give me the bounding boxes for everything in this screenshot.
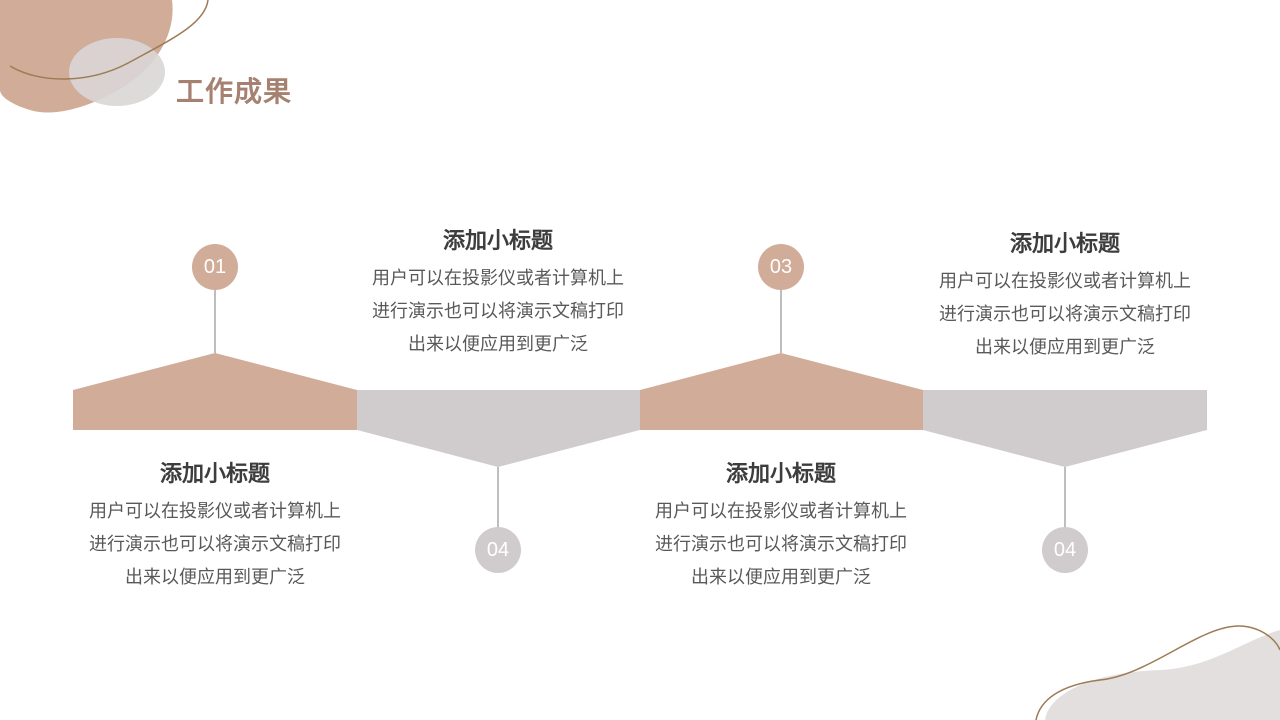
segment-3 — [640, 353, 923, 430]
item-text-line: 出来以便应用到更广泛 — [691, 567, 871, 588]
timeline-item-4: 添加小标题 用户可以在投影仪或者计算机上 进行演示也可以将演示文稿打印 出来以便… — [915, 229, 1215, 364]
item-text-line: 用户可以在投影仪或者计算机上 — [939, 271, 1191, 292]
item-heading: 添加小标题 — [159, 462, 270, 487]
item-text-line: 用户可以在投影仪或者计算机上 — [372, 268, 624, 289]
segment-1 — [73, 353, 357, 430]
item-text-line: 进行演示也可以将演示文稿打印 — [655, 534, 907, 555]
item-text-line: 用户可以在投影仪或者计算机上 — [655, 501, 907, 522]
item-text-line: 用户可以在投影仪或者计算机上 — [89, 501, 341, 522]
item-heading: 添加小标题 — [725, 462, 836, 487]
step-marker-3: 03 — [758, 244, 804, 290]
timeline-item-1: 添加小标题 用户可以在投影仪或者计算机上 进行演示也可以将演示文稿打印 出来以便… — [65, 459, 365, 594]
segment-2 — [357, 390, 640, 467]
step-marker-2: 04 — [475, 527, 521, 573]
item-text-line: 出来以便应用到更广泛 — [408, 334, 588, 355]
item-text-line: 出来以便应用到更广泛 — [975, 337, 1155, 358]
slide-title: 工作成果 — [176, 75, 293, 108]
segment-4 — [923, 390, 1207, 467]
timeline-item-2: 添加小标题 用户可以在投影仪或者计算机上 进行演示也可以将演示文稿打印 出来以便… — [348, 226, 648, 361]
step-marker-1: 01 — [192, 244, 238, 290]
item-heading: 添加小标题 — [442, 229, 553, 254]
item-text-line: 出来以便应用到更广泛 — [125, 567, 305, 588]
item-text-line: 进行演示也可以将演示文稿打印 — [939, 304, 1191, 325]
step-marker-4: 04 — [1042, 527, 1088, 573]
item-text-line: 进行演示也可以将演示文稿打印 — [89, 534, 341, 555]
item-text-line: 进行演示也可以将演示文稿打印 — [372, 301, 624, 322]
timeline-item-3: 添加小标题 用户可以在投影仪或者计算机上 进行演示也可以将演示文稿打印 出来以便… — [631, 459, 931, 594]
item-heading: 添加小标题 — [1009, 232, 1120, 257]
